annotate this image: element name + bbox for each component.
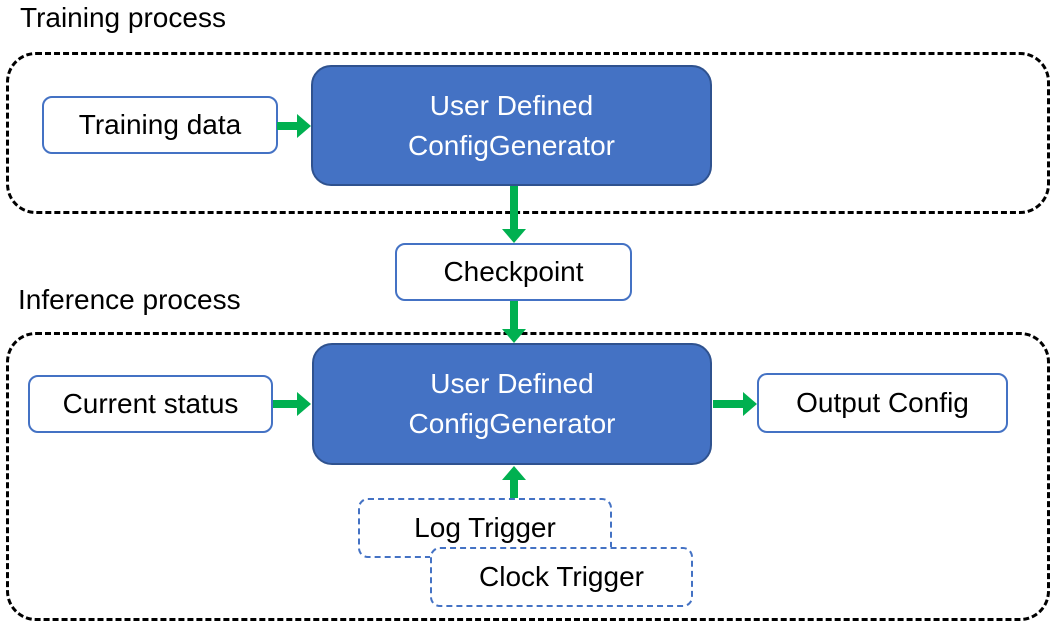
arrow-head	[502, 466, 526, 480]
inference-config-generator-node: User Defined ConfigGenerator	[312, 343, 712, 465]
arrow-triggers-to-generator-icon	[502, 466, 526, 498]
arrow-generator-to-output-icon	[713, 392, 757, 416]
arrow-shaft	[713, 400, 744, 408]
inference-process-container	[6, 332, 1050, 621]
clock-trigger-box: Clock Trigger	[430, 547, 693, 607]
arrow-shaft	[510, 186, 518, 230]
arrow-generator-to-checkpoint-icon	[502, 186, 526, 243]
output-config-label: Output Config	[796, 387, 969, 418]
clock-trigger-label: Clock Trigger	[479, 561, 644, 592]
current-status-label: Current status	[62, 388, 239, 419]
arrow-head	[297, 392, 311, 416]
arrow-shaft	[277, 122, 298, 130]
inference-generator-line1: User Defined	[430, 368, 594, 399]
arrow-head	[743, 392, 757, 416]
checkpoint-box: Checkpoint	[395, 243, 632, 301]
arrow-current-status-to-generator-icon	[273, 392, 311, 416]
training-generator-line2: ConfigGenerator	[407, 129, 615, 161]
training-data-label: Training data	[78, 109, 242, 140]
inference-process-title: Inference process	[18, 284, 241, 315]
training-config-generator-node: User Defined ConfigGenerator	[311, 65, 712, 186]
training-process-title: Training process	[20, 2, 226, 33]
arrow-head	[502, 329, 526, 343]
arrow-head	[502, 229, 526, 243]
inference-generator-line2: ConfigGenerator	[408, 408, 616, 439]
log-trigger-label: Log Trigger	[414, 512, 556, 543]
current-status-box: Current status	[28, 375, 273, 433]
arrow-shaft	[273, 400, 298, 408]
training-generator-line1: User Defined	[429, 89, 594, 121]
arrow-shaft	[510, 301, 518, 330]
training-data-box: Training data	[42, 96, 278, 154]
arrow-shaft	[510, 479, 518, 498]
output-config-box: Output Config	[757, 373, 1008, 433]
training-process-container	[6, 52, 1050, 214]
checkpoint-label: Checkpoint	[443, 256, 584, 287]
arrow-checkpoint-to-generator-icon	[502, 301, 526, 343]
arrow-training-data-to-generator-icon	[277, 114, 311, 138]
arrow-head	[297, 114, 311, 138]
